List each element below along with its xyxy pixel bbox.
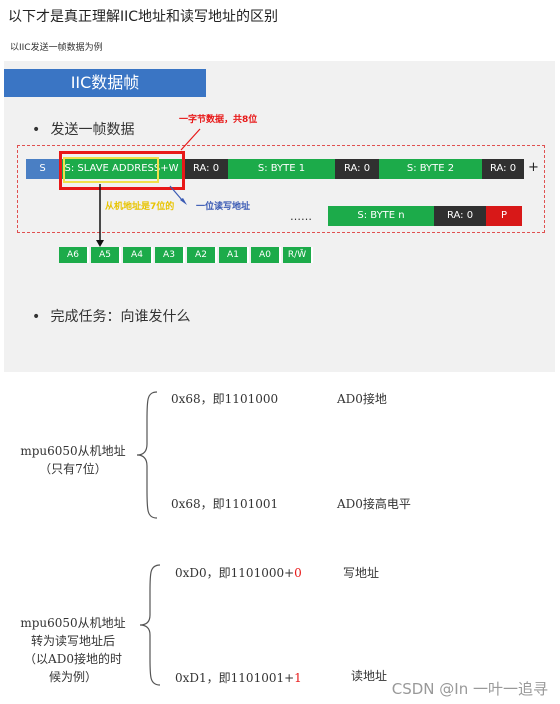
bullet-send-frame: • 发送一帧数据 [32, 119, 134, 139]
bullet-dot: • [32, 122, 41, 138]
frame-continue-plus: + [528, 160, 539, 175]
rw-address-label-line2: 转为读写地址后 [30, 634, 115, 648]
bit-cell: A1 [219, 247, 249, 263]
frame-ack-cell: RA: 0 [335, 159, 379, 179]
rw-bit-annotation: 一位读写地址 [196, 202, 251, 212]
write-address-text: 0xD0，即1101000+ [175, 566, 295, 580]
read-address-text: 0xD1，即1101001+ [175, 671, 295, 685]
bit-cell: A4 [123, 247, 153, 263]
read-address-note: 读地址 [351, 669, 388, 683]
blue-pointer-line [169, 185, 183, 201]
brace-icon [136, 391, 158, 519]
slave-address-label: mpu6050从机地址 （只有7位） [8, 442, 138, 478]
byte-highlight-frame [59, 151, 185, 190]
addr-value-ad0-low: 0x68，即1101000 [171, 392, 279, 406]
frame-ack-cell: RA: 0 [184, 159, 228, 179]
bullet-send-frame-text: 发送一帧数据 [50, 122, 135, 138]
addr-note-ad0-high: AD0接高电平 [337, 497, 411, 511]
addr-value-ad0-high: 0x68，即1101001 [171, 497, 279, 511]
page-heading: 以下才是真正理解IIC地址和读写地址的区别 [8, 9, 279, 25]
address-highlight-frame [63, 157, 159, 183]
frame-ellipsis: …… [290, 210, 312, 223]
bit-cell: A0 [251, 247, 281, 263]
frame-byte1-cell: S: BYTE 1 [228, 159, 335, 179]
bit-cell: A2 [187, 247, 217, 263]
page-subheading: 以IIC发送一帧数据为例 [10, 43, 103, 53]
bullet-dot: • [32, 309, 41, 325]
rw-address-label: mpu6050从机地址 转为读写地址后 （以AD0接地的时 候为例） [8, 614, 138, 686]
write-address-note: 写地址 [343, 566, 380, 580]
bit-cell: R/W̄ [283, 247, 313, 263]
bullet-task-text: 完成任务：向谁发什么 [50, 309, 191, 325]
addr-note-ad0-low: AD0接地 [337, 392, 387, 406]
write-address-value: 0xD0，即1101000+0 [175, 564, 302, 581]
brace-icon [139, 564, 161, 686]
frame-byte2-cell: S: BYTE 2 [379, 159, 482, 179]
rw-address-label-line4: 候为例） [48, 670, 97, 684]
slave-7bit-annotation: 从机地址是7位的 [105, 202, 175, 212]
slide-title: IIC数据帧 [4, 69, 206, 97]
frame-ack-cell: RA: 0 [434, 206, 486, 226]
rw-address-label-line1: mpu6050从机地址 [20, 616, 126, 630]
red-pointer-line [180, 128, 201, 151]
frame-start-cell: S [26, 159, 59, 179]
slave-address-label-line2: （只有7位） [39, 462, 107, 476]
frame-dashed-outline [17, 145, 545, 233]
frame-stop-cell: P [486, 206, 522, 226]
down-arrowhead [96, 240, 104, 247]
blue-arrowhead [180, 198, 187, 205]
one-byte-annotation: 一字节数据，共8位 [179, 115, 258, 125]
rw-address-label-line3: （以AD0接地的时 [24, 652, 122, 666]
frame-ack-cell: RA: 0 [482, 159, 524, 179]
bit-cell: A6 [59, 247, 89, 263]
read-address-value: 0xD1，即1101001+1 [175, 669, 302, 686]
write-bit: 0 [294, 566, 302, 580]
bit-cell: A3 [155, 247, 185, 263]
csdn-watermark: CSDN @In 一叶一追寻 [391, 680, 548, 698]
read-bit: 1 [294, 671, 302, 685]
bullet-task: • 完成任务：向谁发什么 [32, 306, 190, 326]
frame-slave-address-cell: S: SLAVE ADDRESS+W [59, 159, 184, 179]
bit-cell: A5 [91, 247, 121, 263]
frame-byten-cell: S: BYTE n [328, 206, 434, 226]
slave-address-label-line1: mpu6050从机地址 [20, 444, 126, 458]
